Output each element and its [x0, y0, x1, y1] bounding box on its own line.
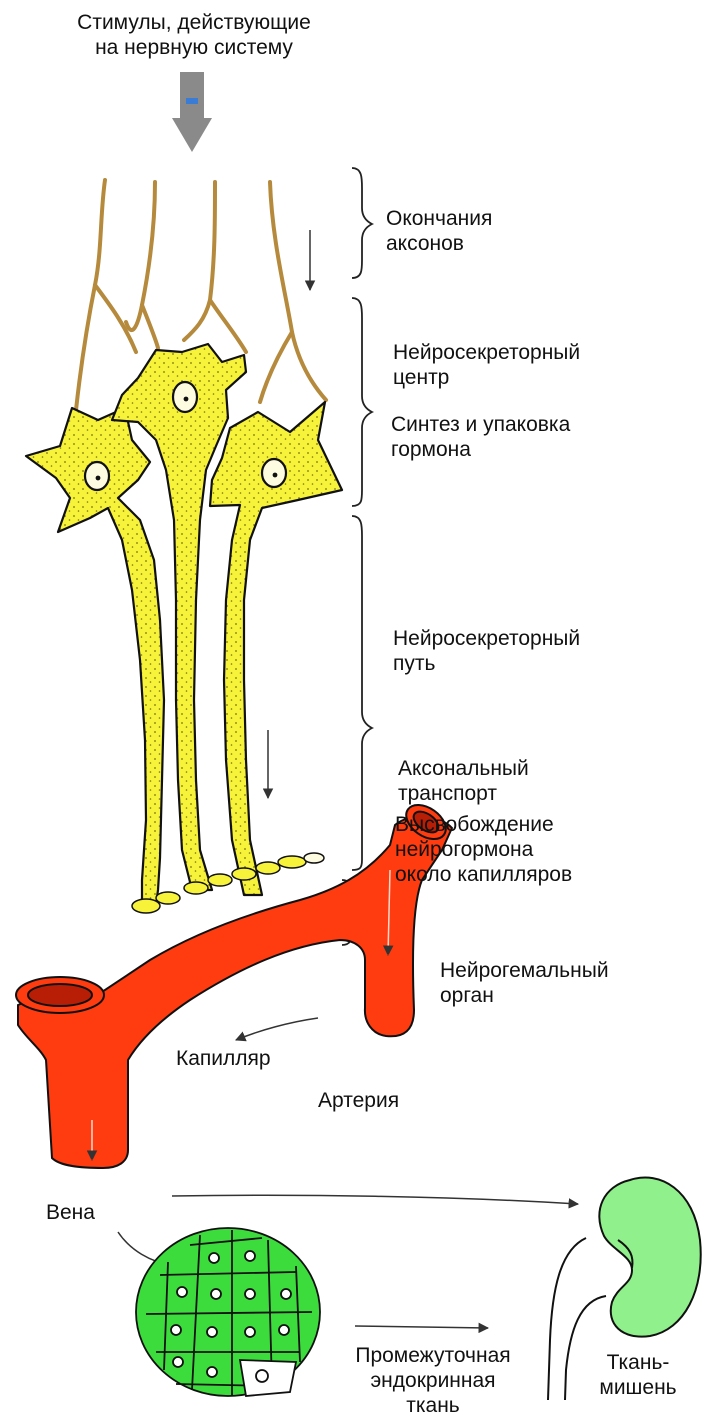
label-axon-endings: Окончания аксонов: [386, 206, 492, 256]
label-line: Нейрогемальный: [440, 958, 609, 983]
title-line-2: на нервную систему: [34, 35, 354, 60]
label-line: гормона: [391, 437, 570, 462]
label-line: Капилляр: [176, 1046, 271, 1071]
label-capillary: Капилляр: [176, 1046, 271, 1071]
label-line: орган: [440, 983, 609, 1008]
label-line: Аксональный: [398, 756, 529, 781]
stimulus-title: Стимулы, действующие на нервную систему: [34, 10, 354, 60]
label-intermediate-tissue: Промежуточная эндокринная ткань: [320, 1343, 546, 1418]
label-line: Высвобождение: [395, 812, 572, 837]
label-line: Промежуточная: [320, 1343, 546, 1368]
stimulus-arrow: [172, 72, 212, 152]
label-line: мишень: [575, 1375, 701, 1400]
label-axonal-transport: Аксональный транспорт: [398, 756, 529, 806]
neurons: [26, 344, 342, 905]
label-target-tissue: Ткань- мишень: [575, 1350, 701, 1400]
label-line: Синтез и упаковка: [391, 412, 570, 437]
label-line: транспорт: [398, 781, 529, 806]
label-line: Нейросекреторный: [393, 626, 580, 651]
label-neurohormone-release: Высвобождение нейрогормона около капилля…: [395, 812, 572, 887]
label-line: центр: [393, 365, 580, 390]
label-line: около капилляров: [395, 862, 572, 887]
label-line: Артерия: [318, 1088, 399, 1113]
endocrine-gland: [136, 1228, 320, 1396]
title-line-1: Стимулы, действующие: [34, 10, 354, 35]
label-line: эндокринная: [320, 1368, 546, 1393]
label-neurohemal-organ: Нейрогемальный орган: [440, 958, 609, 1008]
label-hormone-synthesis: Синтез и упаковка гормона: [391, 412, 570, 462]
label-artery: Артерия: [318, 1088, 399, 1113]
label-line: ткань: [320, 1393, 546, 1418]
label-line: Окончания: [386, 206, 492, 231]
label-line: Вена: [46, 1200, 95, 1225]
label-line: нейрогормона: [395, 837, 572, 862]
label-neurosecretory-pathway: Нейросекреторный путь: [393, 626, 580, 676]
label-vein: Вена: [46, 1200, 95, 1225]
label-neurosecretory-center: Нейросекреторный центр: [393, 340, 580, 390]
label-line: Ткань-: [575, 1350, 701, 1375]
label-line: Нейросекреторный: [393, 340, 580, 365]
label-line: аксонов: [386, 231, 492, 256]
label-line: путь: [393, 651, 580, 676]
